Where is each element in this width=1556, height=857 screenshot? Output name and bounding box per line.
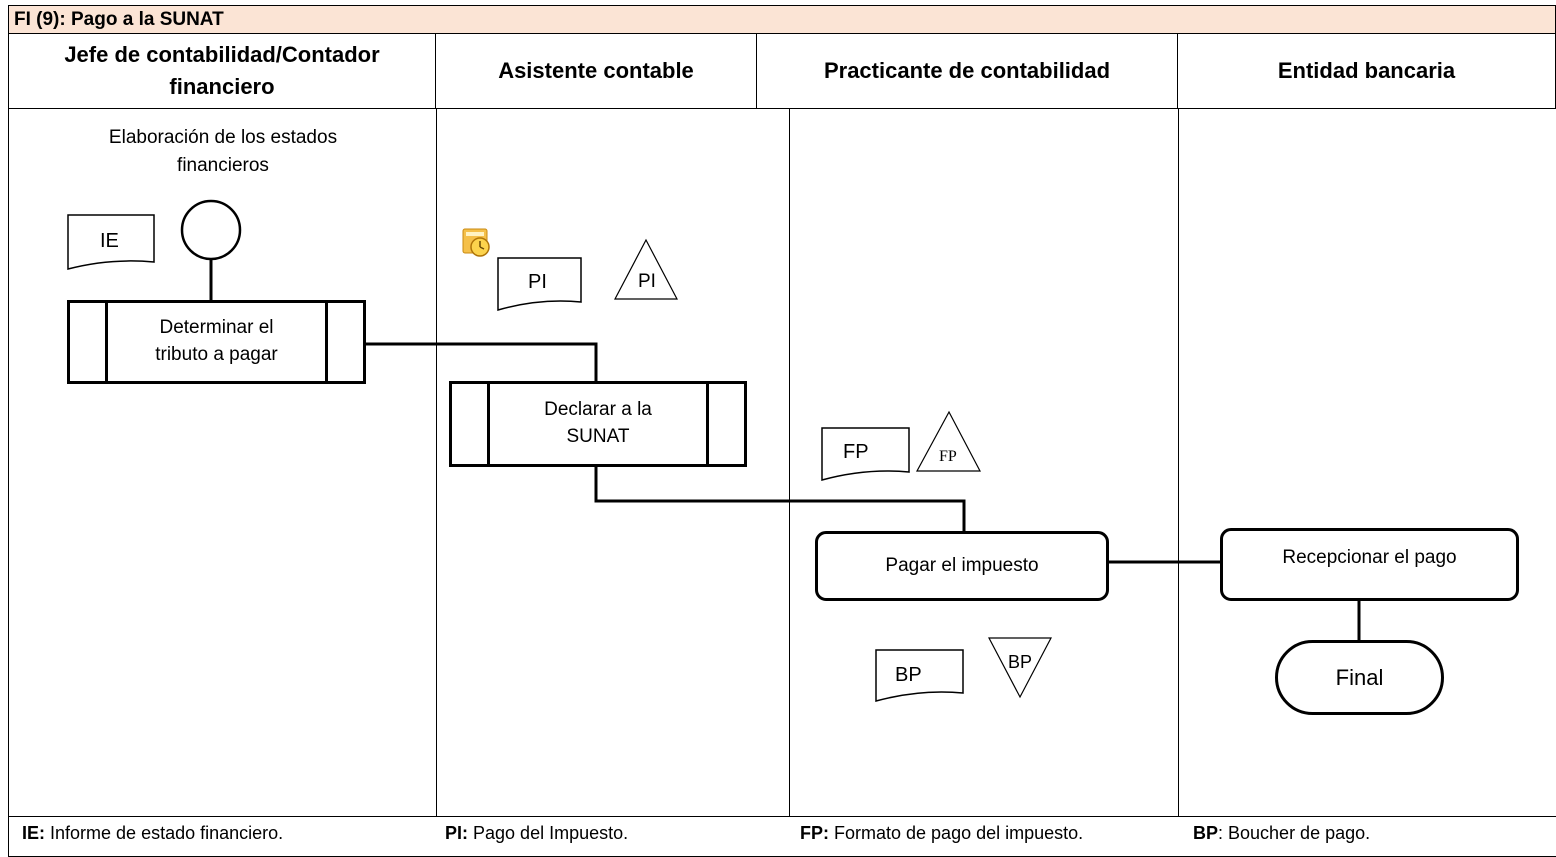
lane-header-banco: Entidad bancaria [1178, 34, 1556, 109]
legend-pi: PI: Pago del Impuesto. [445, 820, 628, 846]
process-left-bar [487, 384, 490, 464]
lane-header-asistente: Asistente contable [436, 34, 757, 109]
legend-fp: FP: Formato de pago del impuesto. [800, 820, 1083, 846]
lane-grid [8, 109, 1556, 857]
legend-pi-text: Pago del Impuesto. [468, 823, 629, 843]
legend-bp: BP: Boucher de pago. [1193, 820, 1370, 846]
legend-fp-code: FP: [800, 823, 829, 843]
doc-ie-label: IE [100, 230, 119, 252]
doc-pi-shape [497, 257, 582, 311]
file-pi-triangle [614, 238, 678, 300]
doc-bp-shape [875, 649, 964, 702]
process-determinar-tributo: Determinar el tributo a pagar [67, 300, 366, 384]
doc-ie-shape [67, 214, 155, 270]
connectors [209, 259, 1361, 640]
process-left-bar [105, 303, 108, 381]
task-recepcionar-label: Recepcionar el pago [1282, 547, 1457, 568]
title-bar [8, 5, 1556, 34]
legend-pi-code: PI: [445, 823, 469, 843]
file-pi-label: PI [638, 271, 656, 292]
legend-ie-code: IE: [22, 823, 46, 843]
doc-fp-shape [821, 427, 910, 481]
process-determinar-line1: Determinar el [159, 317, 274, 338]
lane-title-banco: Entidad bancaria [1277, 58, 1456, 83]
doc-pi-label: PI [528, 271, 547, 293]
file-fp-label: FP [939, 448, 957, 465]
file-bp-triangle [988, 637, 1052, 699]
file-fp-triangle [915, 410, 981, 472]
task-pagar-impuesto: Pagar el impuesto [815, 531, 1109, 601]
task-pagar-label: Pagar el impuesto [885, 555, 1039, 576]
diagram-title: FI (9): Pago a la SUNAT [14, 9, 224, 30]
process-right-bar [325, 303, 328, 381]
file-shapes [614, 238, 1052, 699]
process-declarar-sunat: Declarar a la SUNAT [449, 381, 747, 467]
legend-bp-text: : Boucher de pago. [1218, 823, 1371, 843]
file-bp-label: BP [1008, 652, 1033, 672]
doc-fp-label: FP [843, 441, 869, 463]
legend-fp-text: Formato de pago del impuesto. [829, 823, 1084, 843]
calendar-clock-icon [462, 227, 496, 259]
lane-header-jefe: Jefe de contabilidad/Contador financiero [8, 34, 436, 109]
task-recepcionar-pago: Recepcionar el pago [1220, 528, 1519, 601]
legend-ie-text: Informe de estado financiero. [45, 823, 284, 843]
lane-title-jefe: Jefe de contabilidad/Contador financiero [64, 42, 380, 99]
process-right-bar [706, 384, 709, 464]
process-declarar-line1: Declarar a la [544, 399, 652, 420]
doc-bp-label: BP [895, 664, 922, 686]
end-terminal-label: Final [1335, 664, 1384, 690]
end-terminal: Final [1275, 640, 1444, 715]
start-label: Elaboración de los estados financieros [108, 127, 338, 176]
legend-ie: IE: Informe de estado financiero. [22, 820, 283, 846]
document-shapes [67, 214, 964, 702]
lane-title-asistente: Asistente contable [498, 58, 694, 83]
legend-bp-code: BP [1193, 823, 1219, 843]
process-determinar-line2: tributo a pagar [155, 344, 278, 365]
process-declarar-line2: SUNAT [566, 426, 630, 447]
lane-header-practicante: Practicante de contabilidad [757, 34, 1178, 109]
lane-title-practicante: Practicante de contabilidad [823, 58, 1111, 83]
start-event-circle [180, 199, 242, 261]
